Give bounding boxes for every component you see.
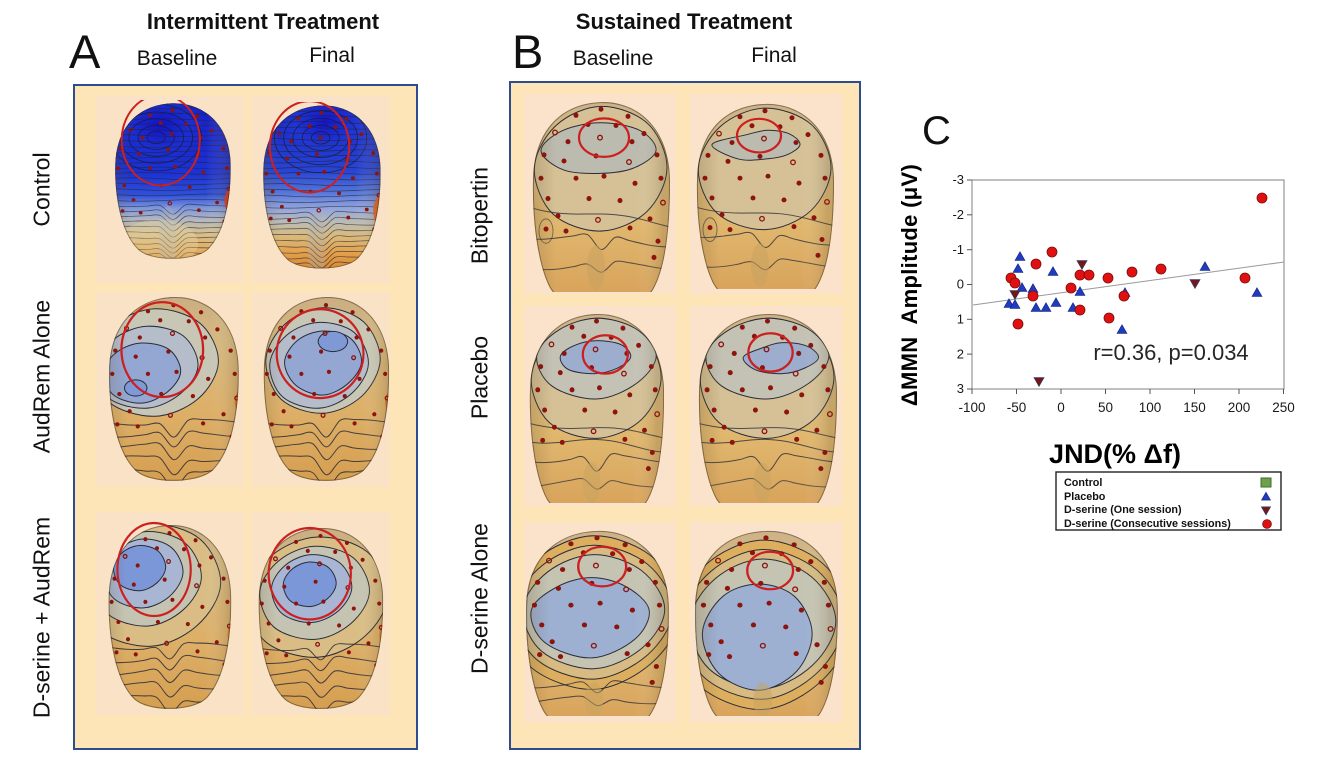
svg-text:3: 3 xyxy=(957,381,964,396)
svg-text:-2: -2 xyxy=(952,207,964,222)
svg-text:Placebo: Placebo xyxy=(1064,491,1106,503)
svg-text:2: 2 xyxy=(957,346,964,361)
svg-text:Control: Control xyxy=(1064,477,1102,489)
svg-text:150: 150 xyxy=(1183,400,1206,415)
svg-text:-1: -1 xyxy=(952,242,964,257)
svg-text:100: 100 xyxy=(1139,400,1162,415)
svg-text:250: 250 xyxy=(1272,400,1295,415)
svg-text:-3: -3 xyxy=(952,172,964,187)
svg-text:D-serine (Consecutive sessions: D-serine (Consecutive sessions) xyxy=(1064,518,1231,530)
svg-text:D-serine (One session): D-serine (One session) xyxy=(1064,504,1182,516)
svg-text:JND(% Δf): JND(% Δf) xyxy=(1049,439,1181,469)
svg-text:r=0.36, p=0.034: r=0.36, p=0.034 xyxy=(1093,340,1248,365)
svg-text:0: 0 xyxy=(1057,400,1065,415)
svg-text:-100: -100 xyxy=(958,400,985,415)
svg-text:-50: -50 xyxy=(1007,400,1027,415)
svg-text:1: 1 xyxy=(957,312,964,327)
svg-text:0: 0 xyxy=(957,277,964,292)
svg-text:200: 200 xyxy=(1228,400,1251,415)
svg-text:50: 50 xyxy=(1098,400,1113,415)
